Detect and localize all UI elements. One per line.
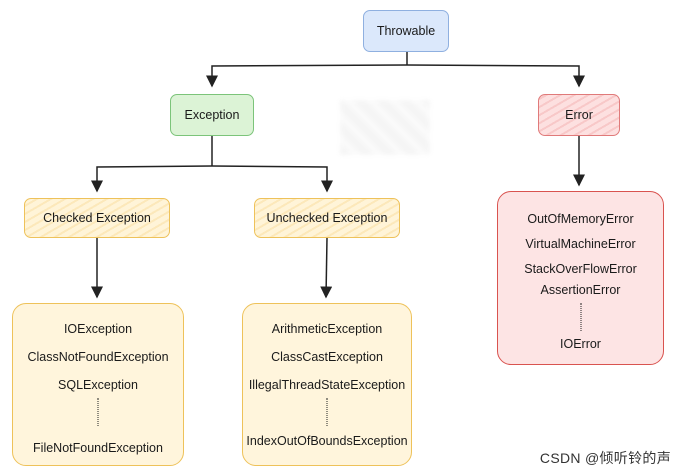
edge-throwable-exception <box>206 64 408 88</box>
list-item: IOError <box>560 337 601 351</box>
unchecked-exception-list: ArithmeticException ClassCastException I… <box>242 303 412 466</box>
error-label: Error <box>565 108 593 122</box>
edge-throwable-error <box>406 64 585 88</box>
checked-exception-node: Checked Exception <box>24 198 170 238</box>
list-item: ClassNotFoundException <box>27 350 169 364</box>
list-item: StackOverFlowError <box>524 262 637 276</box>
throwable-label: Throwable <box>376 24 436 38</box>
error-node: Error <box>538 94 620 136</box>
unchecked-exception-label: Unchecked Exception <box>266 211 388 225</box>
ellipsis-dots <box>326 398 328 426</box>
throwable-node: Throwable <box>363 10 449 52</box>
list-item: ClassCastException <box>271 350 383 364</box>
ellipsis-dots <box>580 303 581 331</box>
list-item: ArithmeticException <box>271 322 383 336</box>
list-item: IllegalThreadStateException <box>248 378 406 392</box>
list-item: FileNotFoundException <box>33 441 163 455</box>
checked-exception-list: IOException ClassNotFoundException SQLEx… <box>12 303 184 466</box>
exception-node: Exception <box>170 94 254 136</box>
checked-exception-label: Checked Exception <box>43 211 151 225</box>
edge-exception-checked <box>91 165 213 193</box>
list-item: SQLException <box>58 378 138 392</box>
list-item: AssertionError <box>540 283 621 297</box>
list-item: VirtualMachineError <box>525 237 636 251</box>
blurred-overlay <box>340 100 430 155</box>
list-item: IOException <box>63 322 133 336</box>
unchecked-exception-node: Unchecked Exception <box>254 198 400 238</box>
edge-exception-unchecked <box>211 165 333 193</box>
list-item: OutOfMemoryError <box>527 212 634 226</box>
exception-label: Exception <box>184 108 240 122</box>
edge-unchecked-list <box>320 237 333 299</box>
list-item: IndexOutOfBoundsException <box>246 434 408 448</box>
watermark: CSDN @倾听铃的声 <box>539 450 671 466</box>
error-list: OutOfMemoryError VirtualMachineError Sta… <box>497 191 664 365</box>
ellipsis-dots <box>97 398 99 426</box>
